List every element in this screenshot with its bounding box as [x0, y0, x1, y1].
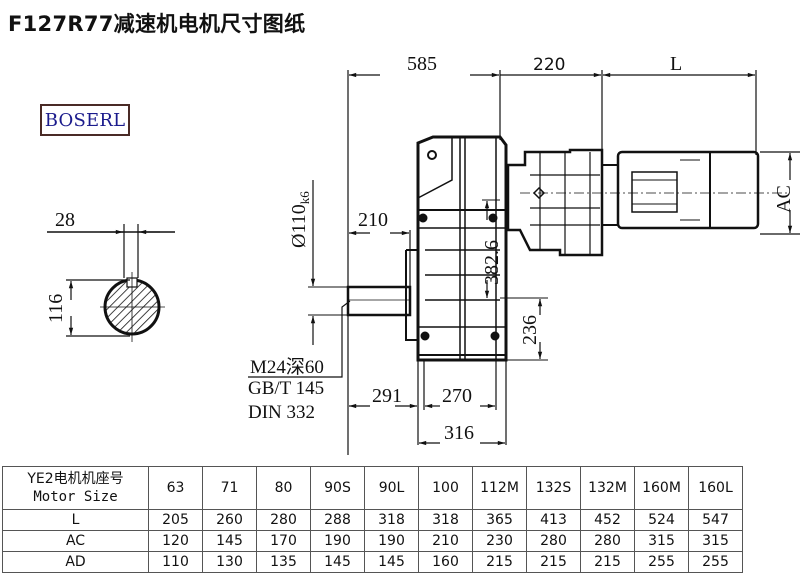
table-cell: 452: [580, 509, 635, 531]
table-cell: 135: [256, 551, 311, 573]
table-cell: 110: [148, 551, 203, 573]
table-cell: 413: [526, 509, 581, 531]
dim-L: L: [670, 53, 682, 75]
table-cell: 210: [418, 530, 473, 552]
table-cell: 170: [256, 530, 311, 552]
dim-shaft-diameter: Ø110k6: [288, 191, 312, 248]
size-cell: 132S: [526, 466, 581, 510]
note-gb: GB/T 145: [248, 378, 324, 399]
size-cell: 160L: [688, 466, 743, 510]
size-cell: 71: [202, 466, 257, 510]
header-en: Motor Size: [33, 489, 118, 505]
table-header-row: YE2电机机座号 Motor Size 63 71 80 90S 90L 100…: [2, 466, 743, 510]
table-cell: 145: [364, 551, 419, 573]
table-cell: 280: [256, 509, 311, 531]
motor-size-table: YE2电机机座号 Motor Size 63 71 80 90S 90L 100…: [2, 466, 743, 573]
table-cell: 318: [418, 509, 473, 531]
table-cell: 190: [310, 530, 365, 552]
note-thread: M24深60: [250, 356, 324, 378]
size-cell: 160M: [634, 466, 689, 510]
top-dimension-chain: 585 220 L: [347, 53, 757, 455]
table-cell: 215: [472, 551, 527, 573]
table-cell: 190: [364, 530, 419, 552]
dim-585: 585: [407, 53, 437, 75]
table-cell: 315: [688, 530, 743, 552]
size-cell: 90S: [310, 466, 365, 510]
brand-logo: BOSERL: [40, 104, 130, 136]
bottom-dims: 291 270 316: [349, 360, 507, 446]
dim-316: 316: [444, 422, 474, 444]
electric-motor: [520, 150, 790, 230]
table-cell: 230: [472, 530, 527, 552]
page-title: F127R77减速机电机尺寸图纸: [8, 12, 306, 36]
table-header-label: YE2电机机座号 Motor Size: [2, 466, 149, 510]
size-cell: 132M: [580, 466, 635, 510]
size-cell: 112M: [472, 466, 527, 510]
table-row: AD 110 130 135 145 145 160 215 215 215 2…: [2, 551, 743, 573]
dim-shaft-height: 116: [45, 294, 67, 323]
shaft-tolerance: k6: [297, 191, 312, 205]
table-cell: 255: [688, 551, 743, 573]
table-cell: 318: [364, 509, 419, 531]
dim-foot-height: 236: [519, 315, 541, 345]
dim-291: 291: [372, 385, 402, 407]
header-zh: YE2电机机座号: [27, 471, 124, 487]
table-cell: 205: [148, 509, 203, 531]
size-cell: 100: [418, 466, 473, 510]
table-cell: 215: [580, 551, 635, 573]
dim-AC: AC: [773, 185, 795, 213]
table-cell: 365: [472, 509, 527, 531]
dim-220: 220: [533, 55, 565, 75]
table-cell: 145: [310, 551, 365, 573]
dim-270: 270: [442, 385, 472, 407]
shaft-section-view: 28 116: [45, 209, 175, 342]
table-cell: 547: [688, 509, 743, 531]
table-cell: 524: [634, 509, 689, 531]
row-label: L: [2, 509, 149, 531]
dim-center-height: 382.6: [481, 240, 503, 285]
reducer-adapter: [506, 148, 619, 257]
output-shaft-dims: Ø110k6 210: [288, 180, 411, 345]
table-cell: 120: [148, 530, 203, 552]
row-label: AD: [2, 551, 149, 573]
table-cell: 160: [418, 551, 473, 573]
size-cell: 63: [148, 466, 203, 510]
table-row: L 205 260 280 288 318 318 365 413 452 52…: [2, 509, 743, 531]
table-cell: 255: [634, 551, 689, 573]
table-cell: 288: [310, 509, 365, 531]
row-label: AC: [2, 530, 149, 552]
shaft-diameter-value: Ø110: [288, 204, 310, 248]
table-row: AC 120 145 170 190 190 210 230 280 280 3…: [2, 530, 743, 552]
table-cell: 260: [202, 509, 257, 531]
size-cell: 80: [256, 466, 311, 510]
dim-shaft-width: 28: [55, 209, 75, 231]
gearmotor-dimension-drawing: 28 116 585 220 L: [45, 53, 800, 455]
size-cell: 90L: [364, 466, 419, 510]
height-dims: 382.6 236: [481, 199, 548, 361]
thread-notes: M24深60 GB/T 145 DIN 332: [248, 300, 351, 423]
note-din: DIN 332: [248, 402, 315, 423]
table-cell: 280: [526, 530, 581, 552]
table-cell: 130: [202, 551, 257, 573]
dim-shaft-length: 210: [358, 209, 388, 231]
table-cell: 315: [634, 530, 689, 552]
table-cell: 280: [580, 530, 635, 552]
table-cell: 145: [202, 530, 257, 552]
table-cell: 215: [526, 551, 581, 573]
dim-AC-group: AC: [760, 151, 800, 235]
